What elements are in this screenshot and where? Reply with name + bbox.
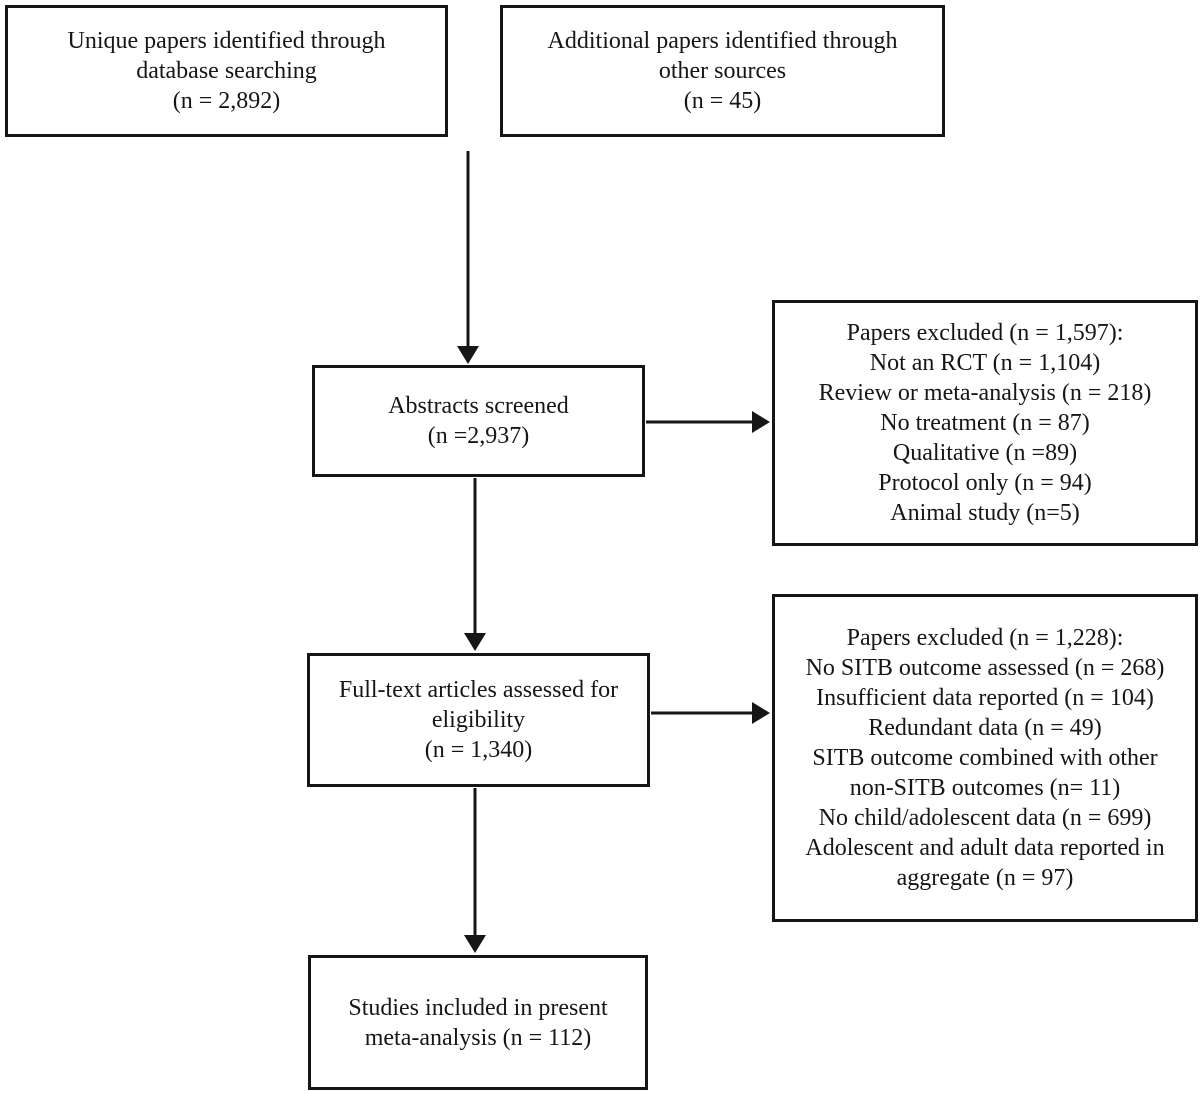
box-text-line: meta-analysis (n = 112) [364, 1024, 592, 1051]
box-text-line: Additional papers identified through [547, 28, 898, 54]
arrow-screening-to-eligibility [464, 478, 486, 651]
box-abstracts-screened: Abstracts screened (n =2,937) [312, 365, 645, 477]
box-papers-excluded-full-text: Papers excluded (n = 1,228): No SITB outc… [772, 594, 1198, 922]
box-papers-excluded-screening: Papers excluded (n = 1,597): Not an RCT (… [772, 300, 1198, 546]
box-text-line: Abstracts screened [388, 393, 569, 419]
box-text-line: Full-text articles assessed for [338, 677, 619, 703]
box-text-line: other sources [658, 58, 787, 84]
box-text-line: Redundant data (n = 49) [868, 715, 1102, 741]
box-full-text-assessed: Full-text articles assessed for eligibili… [307, 653, 650, 787]
box-text-line: Unique papers identified through [67, 28, 386, 54]
box-text-line: Qualitative (n =89) [892, 440, 1078, 466]
box-text-line: Review or meta-analysis (n = 218) [818, 380, 1152, 406]
box-text-line: No SITB outcome assessed (n = 268) [805, 655, 1165, 681]
box-text-line: (n = 1,340) [424, 737, 533, 763]
box-text-line: (n =2,937) [427, 423, 530, 449]
arrow-eligibility-to-excluded [651, 702, 770, 724]
arrow-screening-to-excluded [646, 411, 770, 433]
box-identified-database: Unique papers identified through database… [5, 5, 448, 137]
box-text-line: (n = 45) [683, 88, 762, 114]
arrow-eligibility-to-included [464, 788, 486, 953]
box-text-line: (n = 2,892) [172, 88, 281, 114]
arrow-identification-to-screening [457, 151, 479, 364]
box-text-line: Studies included in present [348, 994, 608, 1021]
box-text-line: aggregate (n = 97) [896, 865, 1074, 891]
box-text-line: No treatment (n = 87) [880, 410, 1090, 436]
box-studies-included: Studies included in present meta-analysis… [308, 955, 648, 1090]
box-text-line: No child/adolescent data (n = 699) [818, 805, 1152, 831]
box-text-line: SITB outcome combined with other [812, 745, 1158, 771]
box-text-line: database searching [136, 58, 317, 84]
box-text-line: non-SITB outcomes (n= 11) [849, 775, 1121, 801]
box-text-line: Protocol only (n = 94) [878, 470, 1092, 496]
box-text-line: Adolescent and adult data reported in [805, 835, 1165, 861]
box-identified-other-sources: Additional papers identified through othe… [500, 5, 945, 137]
box-text-line: Papers excluded (n = 1,597): [846, 320, 1124, 346]
box-text-line: eligibility [431, 707, 526, 733]
box-text-line: Not an RCT (n = 1,104) [869, 350, 1101, 376]
box-text-line: Insufficient data reported (n = 104) [816, 685, 1154, 711]
box-text-line: Papers excluded (n = 1,228): [846, 625, 1124, 651]
box-text-line: Animal study (n=5) [890, 500, 1080, 526]
